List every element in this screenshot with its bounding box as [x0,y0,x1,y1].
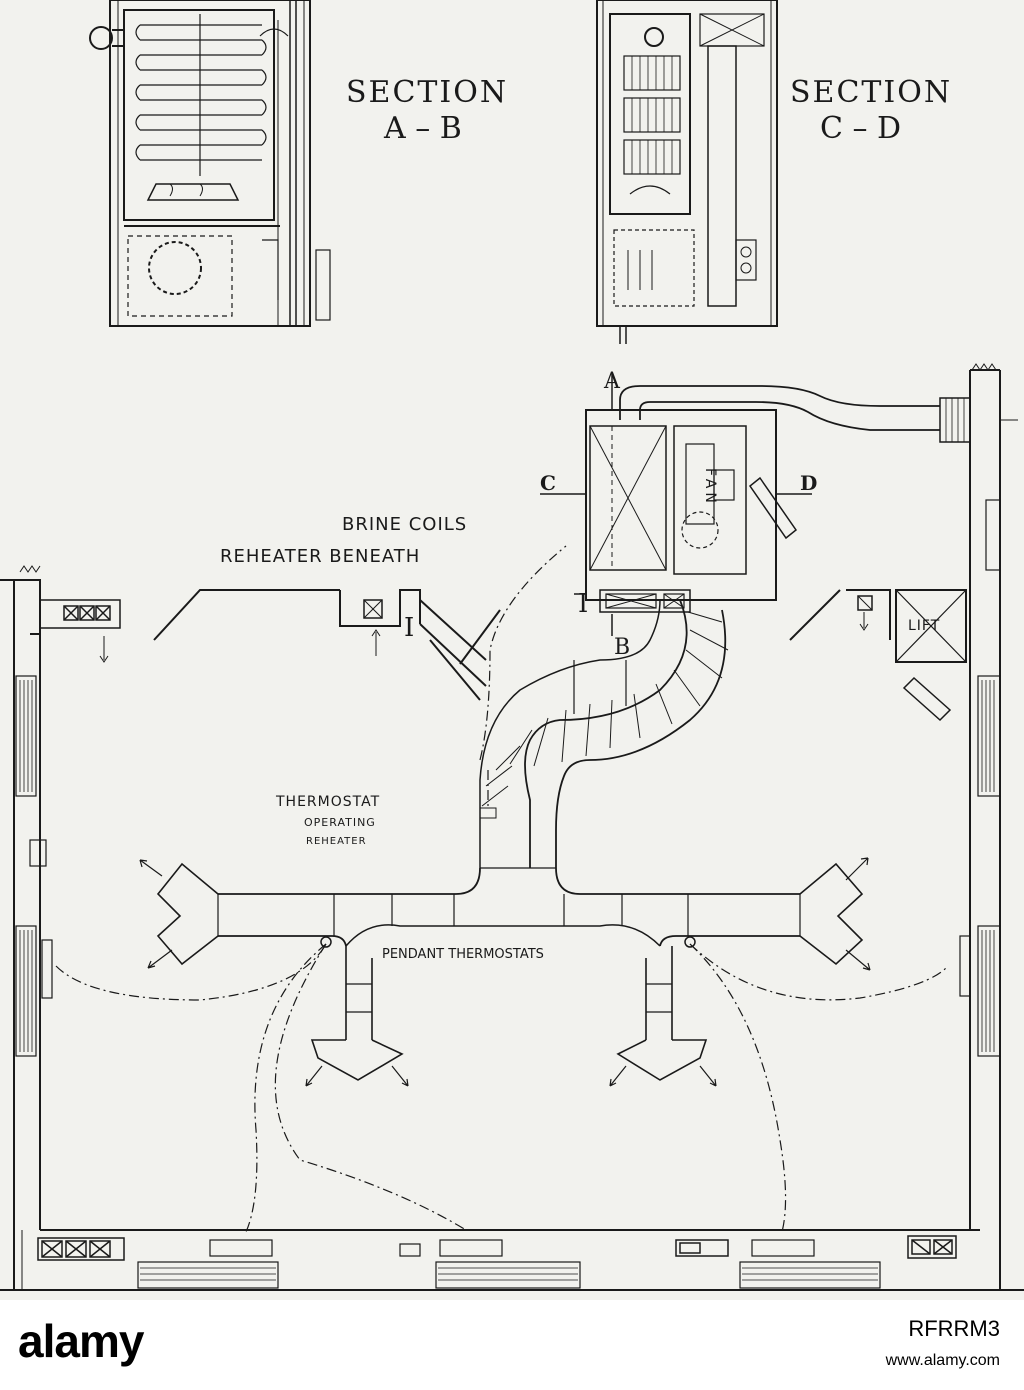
watermark-footer: alamy RFRRM3 www.alamy.com [0,1300,1024,1390]
supply-duct-top [619,385,971,443]
lift-shaft [895,589,967,722]
floor-plan-drawing: SECTION A – B SECTION C – D A B C D FAN … [0,0,1024,1291]
fan-label: FAN [702,468,718,507]
diagram-plate: SECTION A – B SECTION C – D A B C D FAN … [0,0,1024,1300]
main-duct [217,867,801,947]
thermostat-symbols [320,807,696,948]
watermark-url: www.alamy.com [885,1352,1000,1369]
watermark-logo: alamy [18,1315,144,1367]
section-ab-drawing [89,0,331,327]
brine-coils-label: BRINE COILS [342,514,467,535]
bottom-vents [37,1235,957,1261]
section-markers [540,372,812,636]
bottom-windows [137,1239,881,1289]
marker-b: B [614,635,630,660]
section-cd-drawing [596,0,778,344]
misc-edges [19,363,1018,573]
diffuser-right [799,862,864,966]
lift-label: LIFT [908,618,940,634]
marker-d: D [800,471,817,495]
upper-left-vent [39,599,121,663]
marker-a: A [603,369,621,394]
section-cd-title: SECTION [790,75,952,110]
reheater-beneath-label: REHEATER BENEATH [220,546,420,567]
left-windows [15,675,53,1057]
control-lines [55,545,949,1233]
drop-left [310,946,404,1081]
partitions [153,589,891,701]
discharge-arrows [139,857,871,1087]
spiral-stair [479,599,729,868]
section-ab-title: SECTION [346,75,508,110]
room-i-left: I [404,613,414,643]
section-ab-sub: A – B [383,111,462,146]
watermark-image-id: RFRRM3 [908,1316,1000,1341]
room-i-right: I [578,589,588,619]
pendant-thermostats-label: PENDANT THERMOSTATS [382,947,544,962]
drop-right [616,946,708,1081]
right-windows [959,499,1001,1057]
marker-c: C [540,471,556,495]
section-cd-sub: C – D [820,111,901,146]
diffuser-left [156,862,219,966]
plant-room [574,409,798,613]
thermostat-label: THERMOSTAT [275,794,380,810]
thermostat-operating-label: OPERATING [304,816,376,829]
outer-walls [0,369,1024,1291]
thermostat-reheater-label: REHEATER [306,836,367,847]
